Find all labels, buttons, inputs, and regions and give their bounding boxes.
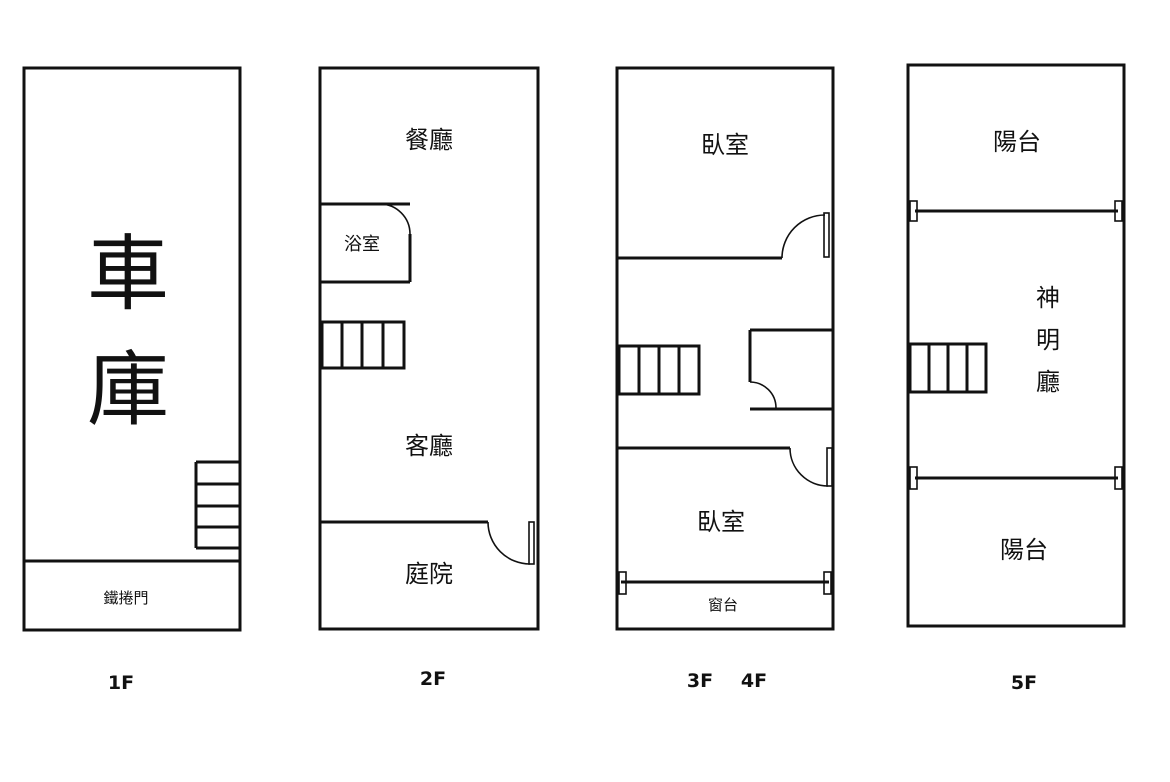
floor-2f: 餐廳 浴室 客廳 庭院 2F <box>318 66 540 690</box>
bathroom-3f <box>748 328 833 411</box>
door-swing-bathroom <box>379 203 411 235</box>
room-label-shrine-3: 廳 <box>1036 368 1060 396</box>
floor-label-4f: 4F <box>741 670 767 692</box>
floor-2f-outline <box>318 66 540 631</box>
door-swing-bathroom-3f <box>749 381 777 409</box>
floor-5f: 陽台 神 明 廳 陽台 5F <box>906 63 1126 694</box>
door-swing-bedroom-lower <box>789 447 829 487</box>
window-sill-3f <box>618 571 832 595</box>
floor-label-1f: 1F <box>108 672 134 694</box>
stairs-5f <box>908 342 988 394</box>
floor-3f-4f: 臥室 臥室 窗台 3F 4F <box>615 66 835 692</box>
stairs-2f <box>320 320 406 370</box>
floor-1f-outline <box>22 66 242 632</box>
room-label-shrine-2: 明 <box>1036 326 1060 354</box>
floor-label-3f: 3F <box>687 670 713 692</box>
floor-1f: 車 庫 鐵捲門 1F <box>22 66 242 694</box>
room-label-dining: 餐廳 <box>405 126 453 154</box>
stairs-1f <box>194 460 240 550</box>
floor-5f-outline <box>906 63 1126 628</box>
balcony-lower-rail <box>909 466 1123 490</box>
floor-label-2f: 2F <box>420 668 446 690</box>
door-swing-courtyard <box>487 521 531 565</box>
room-label-bedroom-lower: 臥室 <box>697 508 745 536</box>
room-label-balcony-lower: 陽台 <box>1000 536 1048 564</box>
bathroom-2f <box>320 202 412 284</box>
room-label-bathroom: 浴室 <box>344 234 380 255</box>
door-swing-bedroom-upper <box>781 214 826 259</box>
room-label-window-sill: 窗台 <box>708 596 738 614</box>
room-label-living: 客廳 <box>405 432 453 460</box>
room-label-garage-1: 車 <box>87 227 169 322</box>
room-label-courtyard: 庭院 <box>405 560 453 588</box>
door-leaf-courtyard <box>528 521 535 565</box>
room-label-garage-2: 庫 <box>87 343 169 438</box>
room-label-bedroom-upper: 臥室 <box>701 131 749 159</box>
room-label-shrine-1: 神 <box>1036 284 1060 312</box>
room-label-rolling-door: 鐵捲門 <box>103 589 148 607</box>
door-leaf-bedroom-upper <box>823 212 830 258</box>
room-label-balcony-upper: 陽台 <box>993 128 1041 156</box>
floor-label-5f: 5F <box>1011 672 1037 694</box>
balcony-upper-rail <box>909 200 1123 222</box>
floor-3f-outline <box>615 66 835 631</box>
stairs-3f <box>617 344 701 396</box>
door-leaf-bedroom-lower <box>826 447 833 487</box>
